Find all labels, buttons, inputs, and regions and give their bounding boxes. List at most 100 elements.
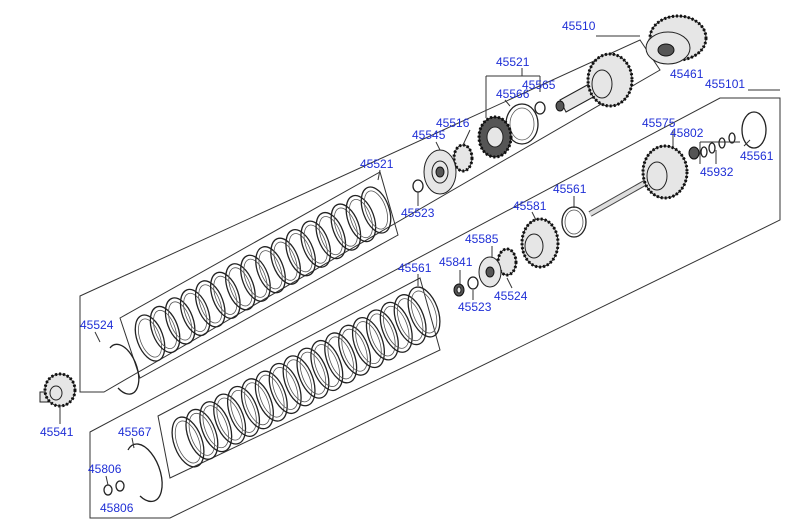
part-45802[interactable] <box>688 146 700 160</box>
clutch-disc-inner <box>313 344 341 387</box>
clutch-disc-inner <box>137 318 163 358</box>
rings-45806[interactable] <box>103 480 125 496</box>
clutch-disc <box>393 294 427 346</box>
gear-45541-part[interactable] <box>39 372 77 408</box>
clutch-disc-inner <box>303 224 328 264</box>
clutch-disc-inner <box>327 336 354 380</box>
clutch-disc <box>199 401 233 453</box>
label-45806-upper[interactable]: 45806 <box>88 462 122 476</box>
label-45561-lower[interactable]: 45561 <box>398 261 432 275</box>
clutch-disc <box>407 286 441 338</box>
hub-45524-middle[interactable] <box>496 247 518 277</box>
clutch-disc-inner <box>383 305 410 349</box>
label-45510[interactable]: 45510 <box>562 19 596 33</box>
label-45541[interactable]: 45541 <box>40 425 74 439</box>
piston-45585-part[interactable] <box>478 256 502 288</box>
bearing-45516-part[interactable] <box>452 143 474 173</box>
label-45524-middle[interactable]: 45524 <box>494 289 528 303</box>
shaft-45510-part[interactable] <box>555 52 634 113</box>
clutch-disc <box>285 229 317 277</box>
clutch-disc-inner <box>244 382 271 426</box>
clutch-disc <box>296 347 330 399</box>
label-45521-lower[interactable]: 45521 <box>360 157 394 171</box>
rings-45932[interactable] <box>700 132 736 158</box>
snap-ring-45524-left[interactable] <box>109 343 140 395</box>
shaft-45575-part[interactable] <box>588 144 689 217</box>
label-45461[interactable]: 45461 <box>670 67 704 81</box>
label-45565[interactable]: 45565 <box>522 78 556 92</box>
label-45516[interactable]: 45516 <box>436 116 470 130</box>
clutch-disc-inner <box>258 374 285 418</box>
snap-ring-45567[interactable] <box>127 443 163 503</box>
clutch-disc-inner <box>369 313 396 357</box>
clutch-disc-inner <box>288 233 313 273</box>
label-45585[interactable]: 45585 <box>465 232 499 246</box>
hub-45521-part[interactable] <box>477 115 513 159</box>
clutch-disc-inner <box>396 298 424 342</box>
label-45841[interactable]: 45841 <box>439 255 473 269</box>
ring-45561-right[interactable] <box>741 111 767 149</box>
label-45566[interactable]: 45566 <box>496 87 530 101</box>
clutch-disc <box>171 416 205 468</box>
ring-45841[interactable] <box>453 283 465 297</box>
clutch-disc <box>227 385 261 437</box>
clutch-disc <box>240 254 271 302</box>
clutch-disc <box>213 393 247 445</box>
clutch-disc <box>365 309 399 361</box>
clutch-disc-inner <box>258 250 283 290</box>
clutch-disc-inner <box>348 199 373 239</box>
clutch-disc-inner <box>285 359 313 403</box>
snap-ring-45565[interactable] <box>534 101 546 115</box>
drum-45461-part[interactable] <box>645 14 708 65</box>
leader-lines <box>59 35 780 486</box>
clutch-disc-inner <box>355 321 382 365</box>
clutch-disc-inner <box>341 328 368 372</box>
clutch-disc-inner <box>299 351 327 395</box>
label-45581[interactable]: 45581 <box>513 199 547 213</box>
lower-clutch-discs <box>171 286 441 468</box>
label-45802[interactable]: 45802 <box>670 126 704 140</box>
clutch-disc-inner <box>188 412 216 456</box>
label-455101[interactable]: 455101 <box>705 77 745 91</box>
clutch-disc-inner <box>174 420 202 464</box>
clutch-disc-inner <box>333 207 358 247</box>
clutch-disc <box>164 297 196 345</box>
label-45545[interactable]: 45545 <box>412 128 446 142</box>
clutch-disc <box>194 280 226 328</box>
label-45932[interactable]: 45932 <box>700 165 734 179</box>
retainer-45581-part[interactable] <box>520 217 560 269</box>
label-45523-upper[interactable]: 45523 <box>401 206 435 220</box>
label-45575[interactable]: 45575 <box>642 116 676 130</box>
clutch-disc <box>315 211 347 260</box>
clutch-disc <box>179 288 211 337</box>
clutch-disc-inner <box>318 216 343 256</box>
upper-clutch-discs <box>134 186 392 362</box>
clutch-disc <box>134 314 166 362</box>
label-45567[interactable]: 45567 <box>118 425 152 439</box>
clutch-disc <box>360 186 392 234</box>
clutch-disc <box>270 237 301 285</box>
clutch-disc <box>300 220 332 268</box>
clutch-disc-inner <box>363 190 389 230</box>
upper-assembly-frame <box>79 39 661 393</box>
snap-ring-45523-lower[interactable] <box>467 276 479 290</box>
label-45561-middle[interactable]: 45561 <box>553 182 587 196</box>
clutch-disc-inner <box>228 267 253 307</box>
label-45521-upper[interactable]: 45521 <box>496 55 530 69</box>
label-45561-right[interactable]: 45561 <box>740 149 774 163</box>
clutch-disc-inner <box>153 309 178 349</box>
piston-45545-part[interactable] <box>423 149 457 195</box>
label-45523-lower[interactable]: 45523 <box>458 300 492 314</box>
label-45524-left[interactable]: 45524 <box>80 318 114 332</box>
lower-assembly-frame <box>89 97 781 519</box>
clutch-disc <box>351 317 385 369</box>
ring-45561-middle[interactable] <box>561 206 587 238</box>
clutch-disc-inner <box>230 389 257 433</box>
clutch-disc <box>324 332 358 384</box>
clutch-disc-inner <box>183 292 208 332</box>
clutch-disc <box>255 246 286 294</box>
snap-ring-45523-upper[interactable] <box>412 179 424 193</box>
clutch-disc <box>254 370 288 422</box>
label-45806-lower[interactable]: 45806 <box>100 501 134 515</box>
